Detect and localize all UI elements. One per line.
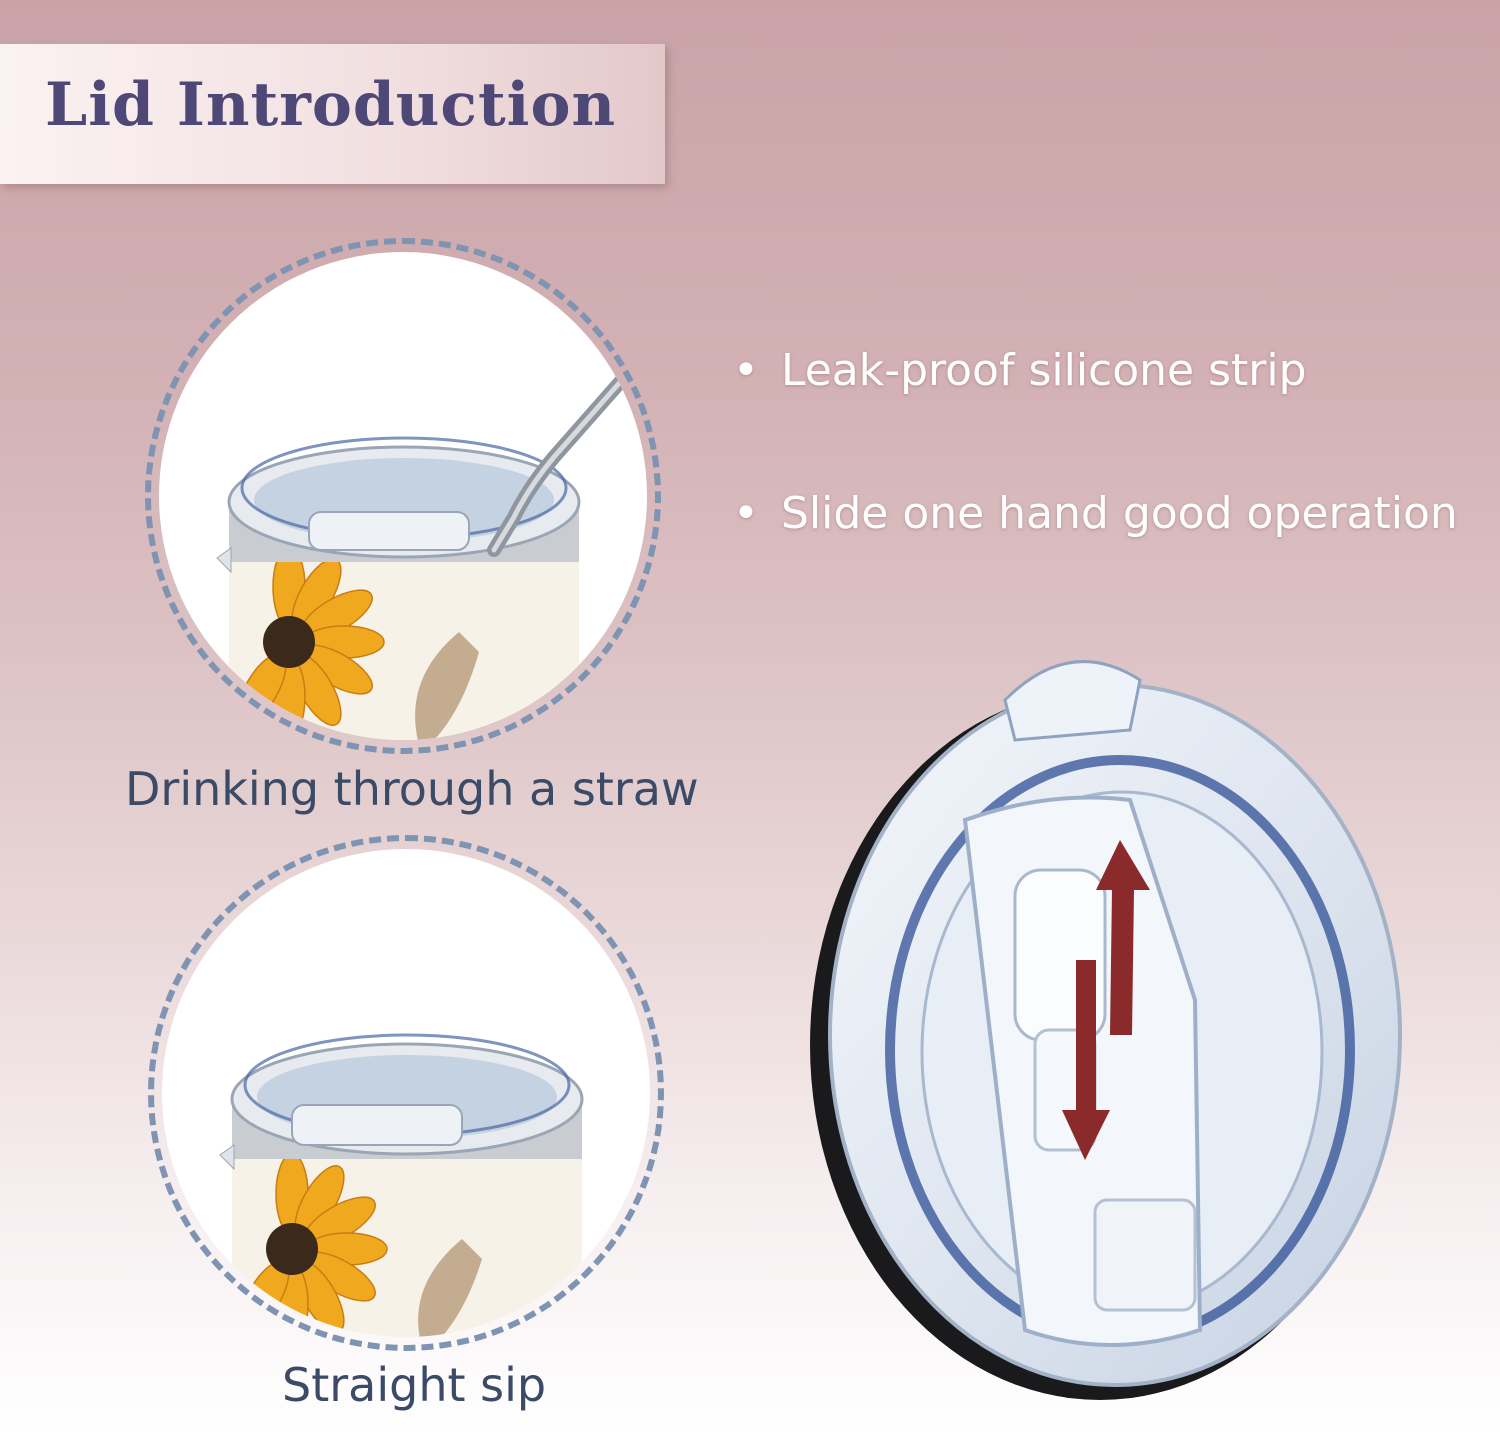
sip-mode-image: [148, 835, 664, 1351]
caption-straight-sip: Straight sip: [282, 1358, 547, 1412]
feature-item-slide: • Slide one hand good operation: [733, 488, 1458, 539]
feature-text: Slide one hand good operation: [780, 488, 1458, 539]
title-banner: Lid Introduction: [0, 44, 665, 184]
tumbler-straight-sip-photo: [162, 849, 650, 1337]
tumbler-with-straw-photo: [159, 252, 647, 740]
caption-straw: Drinking through a straw: [125, 762, 699, 816]
dashed-ring: [145, 238, 661, 754]
page-title: Lid Introduction: [45, 70, 617, 140]
slide-direction-arrows: [1062, 840, 1150, 1160]
bullet-dot: •: [733, 345, 759, 396]
feature-text: Leak-proof silicone strip: [780, 345, 1307, 396]
feature-item-leak-proof: • Leak-proof silicone strip: [733, 345, 1307, 396]
dashed-ring: [148, 835, 664, 1351]
straw-mode-image: [145, 238, 661, 754]
bullet-dot: •: [733, 488, 759, 539]
lid-illustration: [800, 640, 1420, 1400]
